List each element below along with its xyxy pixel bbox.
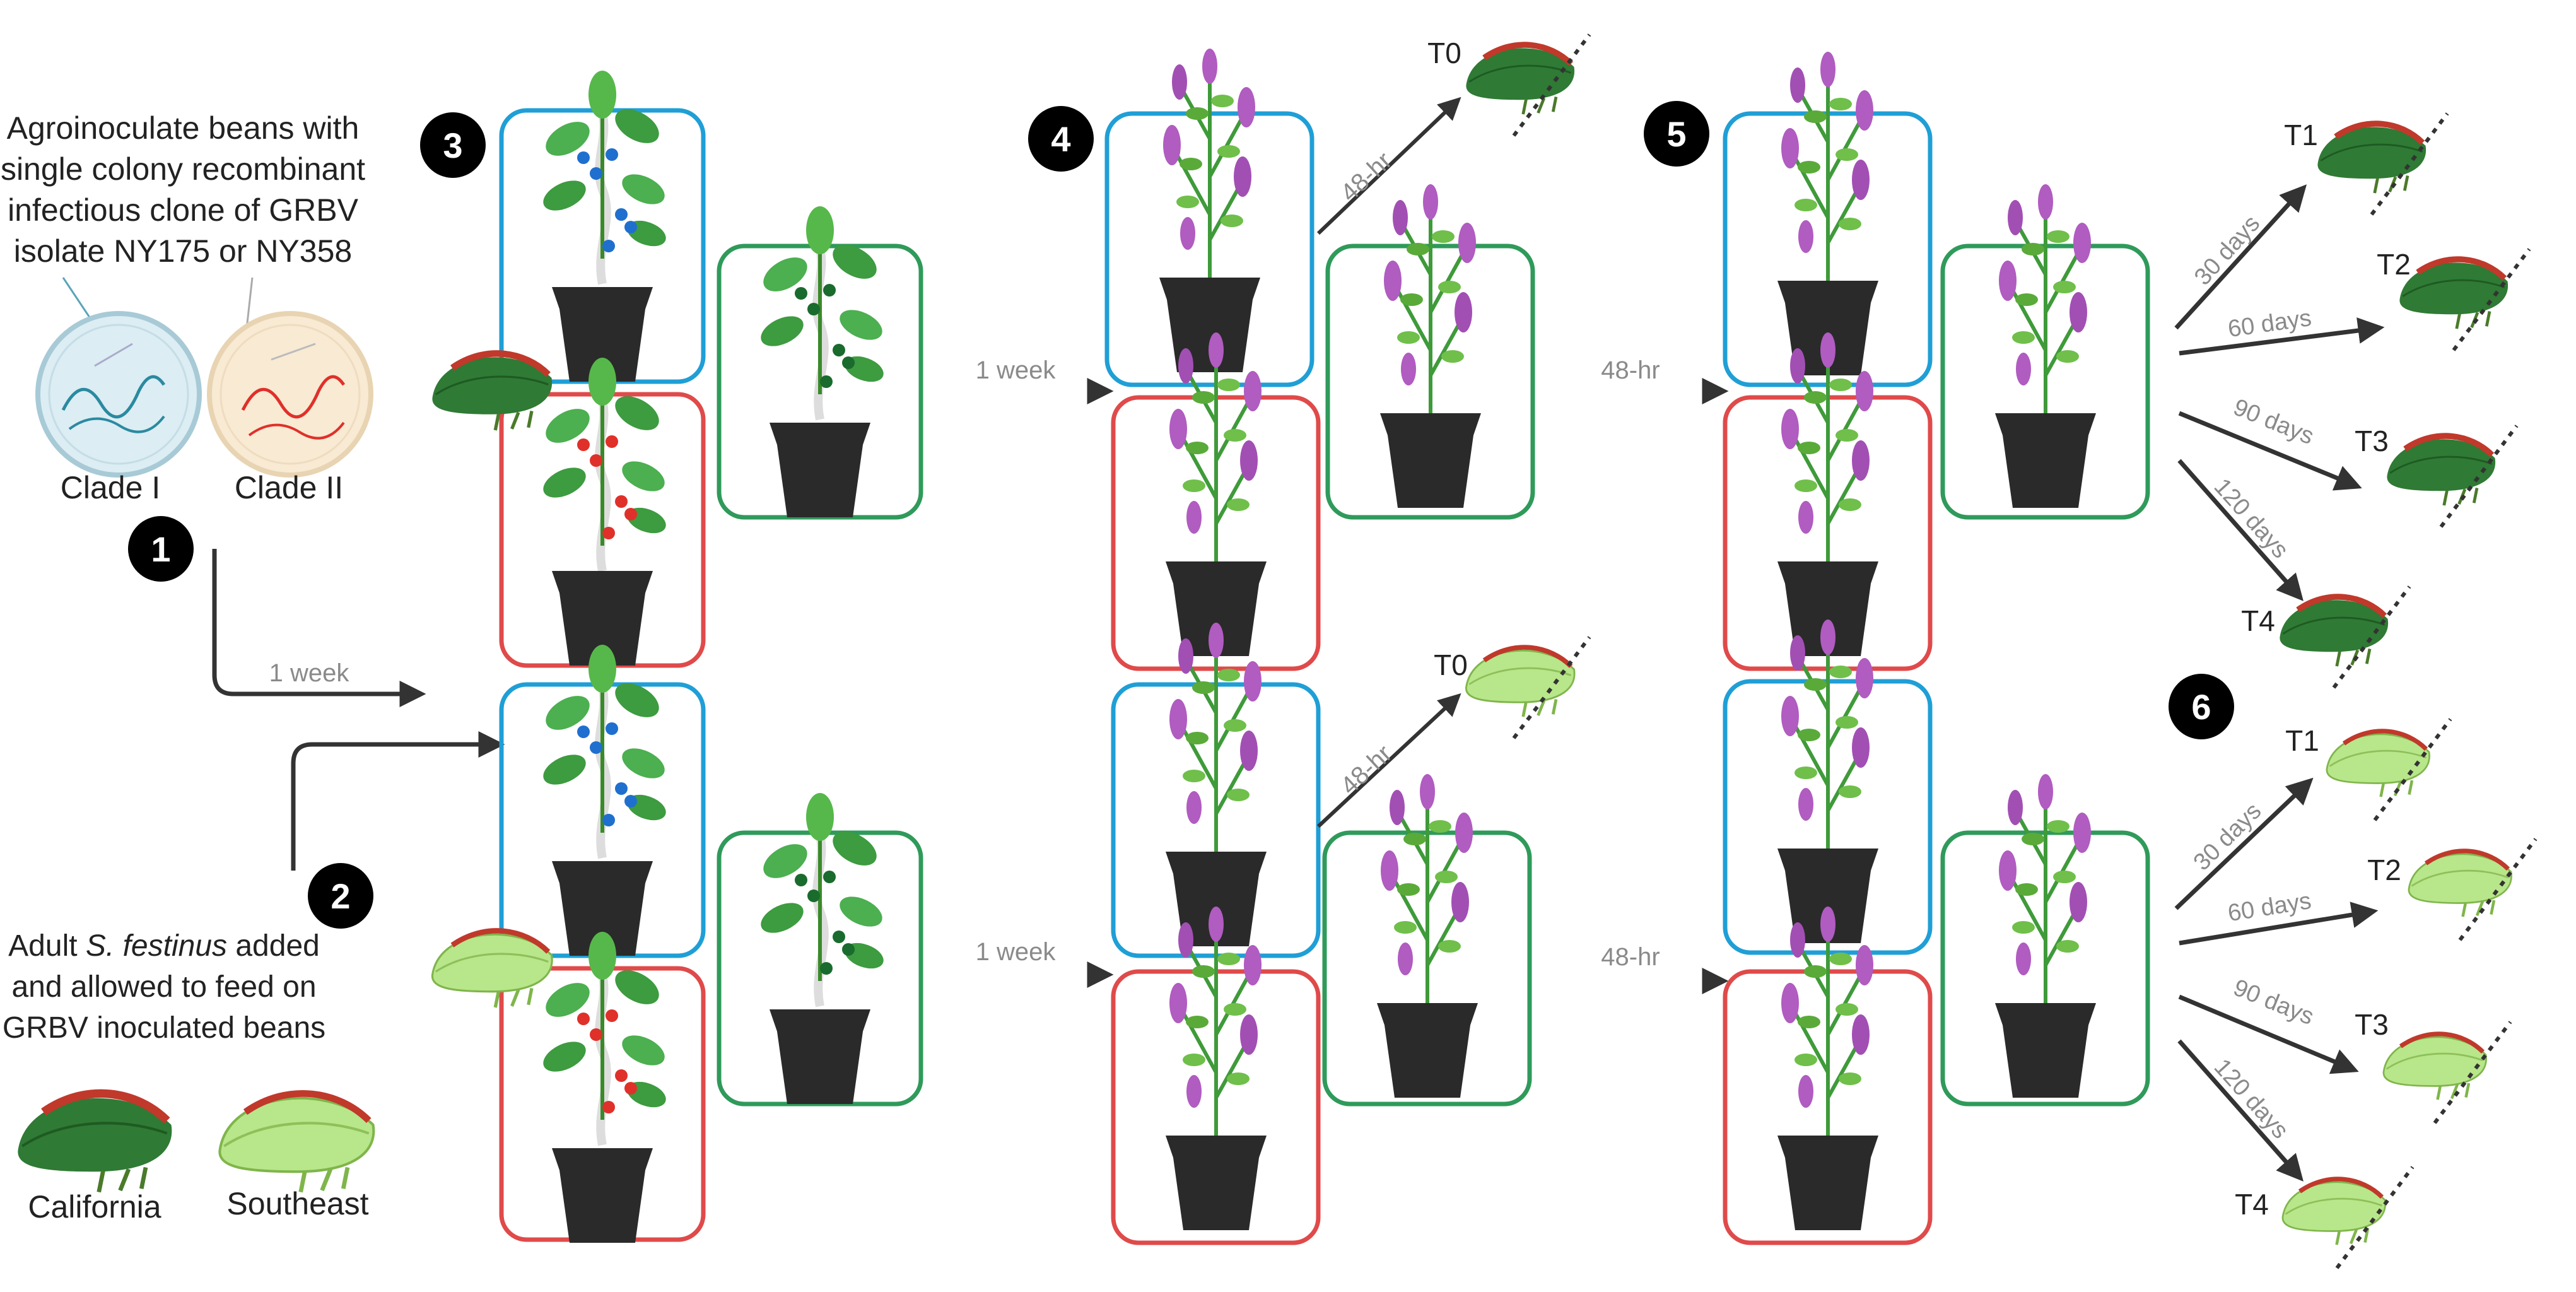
- clade-2-label: Clade II: [235, 470, 343, 505]
- leafhopper-icon: [2283, 1179, 2386, 1245]
- connector-arrow: [291, 731, 505, 871]
- arrow: [2178, 411, 2362, 491]
- leafhopper-icon: [2399, 259, 2508, 329]
- svg-text:2: 2: [331, 876, 350, 916]
- timepoint-label: T3: [2355, 425, 2389, 457]
- alfalfa-plant-clade-2-se-t: [1723, 907, 1933, 1245]
- bean-plant-clade-1-ca: [499, 71, 706, 384]
- alfalfa-plant-clade-1-ca: [1104, 49, 1314, 387]
- arrow: [2174, 777, 2314, 910]
- alfalfa-plant-control-se: [1322, 774, 1532, 1107]
- alfalfa-plant-control-ca: [1325, 184, 1535, 520]
- days-label: 120 days: [2209, 1054, 2293, 1144]
- petri-dish-icon: [207, 277, 373, 478]
- arrow: [1316, 97, 1461, 235]
- svg-text:isolate NY175 or NY358: isolate NY175 or NY358: [14, 233, 352, 269]
- leafhopper-icon: [432, 931, 552, 1007]
- leafhopper-icon: [2327, 731, 2430, 797]
- alfalfa-plant-clade-2-se: [1111, 907, 1321, 1245]
- arrow: [2177, 1039, 2304, 1182]
- svg-text:GRBV inoculated beans: GRBV inoculated beans: [3, 1011, 325, 1045]
- svg-text:Agroinoculate beans with: Agroinoculate beans with: [7, 110, 360, 146]
- timepoint-label: T4: [2235, 1188, 2269, 1221]
- alfalfa-plant-control-ca-t: [1940, 184, 2150, 520]
- week-label: 1 week: [976, 938, 1057, 966]
- timepoint-label: T0: [1434, 649, 1468, 681]
- arrow: [2178, 994, 2359, 1074]
- step-5-badge: 5: [1644, 101, 1709, 167]
- hr48-label: 48-hr: [1601, 356, 1660, 384]
- timepoint-label: T2: [2367, 854, 2401, 886]
- timepoint-label: T2: [2377, 248, 2411, 281]
- step-4-badge: 4: [1028, 106, 1094, 172]
- southeast-label: Southeast: [226, 1186, 368, 1221]
- alfalfa-plant-control-se-t: [1940, 774, 2150, 1107]
- timepoint-label: T3: [2355, 1008, 2389, 1041]
- days-label: 120 days: [2209, 474, 2293, 564]
- timepoint-label: T1: [2285, 724, 2319, 757]
- timepoint-label: T1: [2284, 119, 2318, 151]
- arrow: [2179, 317, 2385, 356]
- svg-text:and allowed to feed on: and allowed to feed on: [11, 970, 316, 1004]
- svg-text:1: 1: [151, 529, 170, 569]
- svg-text:5: 5: [1666, 114, 1686, 154]
- intro-text: Agroinoculate beans with single colony r…: [1, 110, 365, 269]
- leafhopper-icon: [2384, 1034, 2486, 1100]
- arrow: [1316, 693, 1461, 828]
- leafhopper-icon: [2280, 597, 2388, 666]
- days-label: 60 days: [2226, 888, 2313, 927]
- alfalfa-plant-clade-1-se: [1111, 623, 1321, 958]
- leafhopper-icon: [2409, 851, 2512, 917]
- step-1-badge: 1: [128, 516, 194, 582]
- california-label: California: [28, 1189, 161, 1224]
- days-label: 30 days: [2189, 210, 2265, 290]
- step-3-badge: 3: [420, 112, 486, 178]
- leafhopper-icon: [432, 353, 552, 430]
- svg-text:single colony recombinant: single colony recombinant: [1, 151, 365, 187]
- timepoint-label: T0: [1427, 37, 1461, 69]
- arrow: [2174, 184, 2307, 330]
- bean-plant-clade-1-se: [499, 645, 706, 958]
- bean-plant-control-ca: [717, 206, 923, 520]
- svg-text:4: 4: [1051, 119, 1070, 159]
- leafhopper-icon: [18, 1093, 172, 1192]
- connector-arrow: [212, 549, 426, 707]
- clade-1-label: Clade I: [61, 470, 160, 505]
- step-2-badge: 2: [308, 863, 373, 929]
- days-label: 30 days: [2189, 798, 2267, 876]
- timepoint-label: T4: [2241, 604, 2275, 637]
- step-6-badge: 6: [2169, 674, 2234, 739]
- bean-plant-control-se: [717, 793, 923, 1107]
- leafhopper-icon: [220, 1093, 373, 1192]
- leafhopper-icon: [2317, 124, 2426, 193]
- leafhopper-icon: [2387, 436, 2495, 505]
- week-label: 1 week: [976, 356, 1057, 384]
- svg-text:infectious clone of GRBV: infectious clone of GRBV: [8, 192, 358, 228]
- petri-dish-icon: [35, 277, 202, 478]
- arrow: [2179, 901, 2379, 946]
- bean-plant-clade-2-se: [499, 932, 706, 1243]
- hr48-label: 48-hr: [1601, 943, 1660, 971]
- svg-text:6: 6: [2191, 687, 2211, 727]
- insect-step-text: Adult S. festinus added and allowed to f…: [3, 929, 325, 1045]
- svg-text:Adult S. festinus added: Adult S. festinus added: [8, 929, 320, 963]
- svg-text:3: 3: [443, 126, 462, 165]
- arrow: [2177, 459, 2304, 601]
- hr48-label: 48-hr: [1335, 147, 1397, 208]
- hr48-label: 48-hr: [1335, 740, 1397, 801]
- week-label: 1 week: [269, 659, 350, 687]
